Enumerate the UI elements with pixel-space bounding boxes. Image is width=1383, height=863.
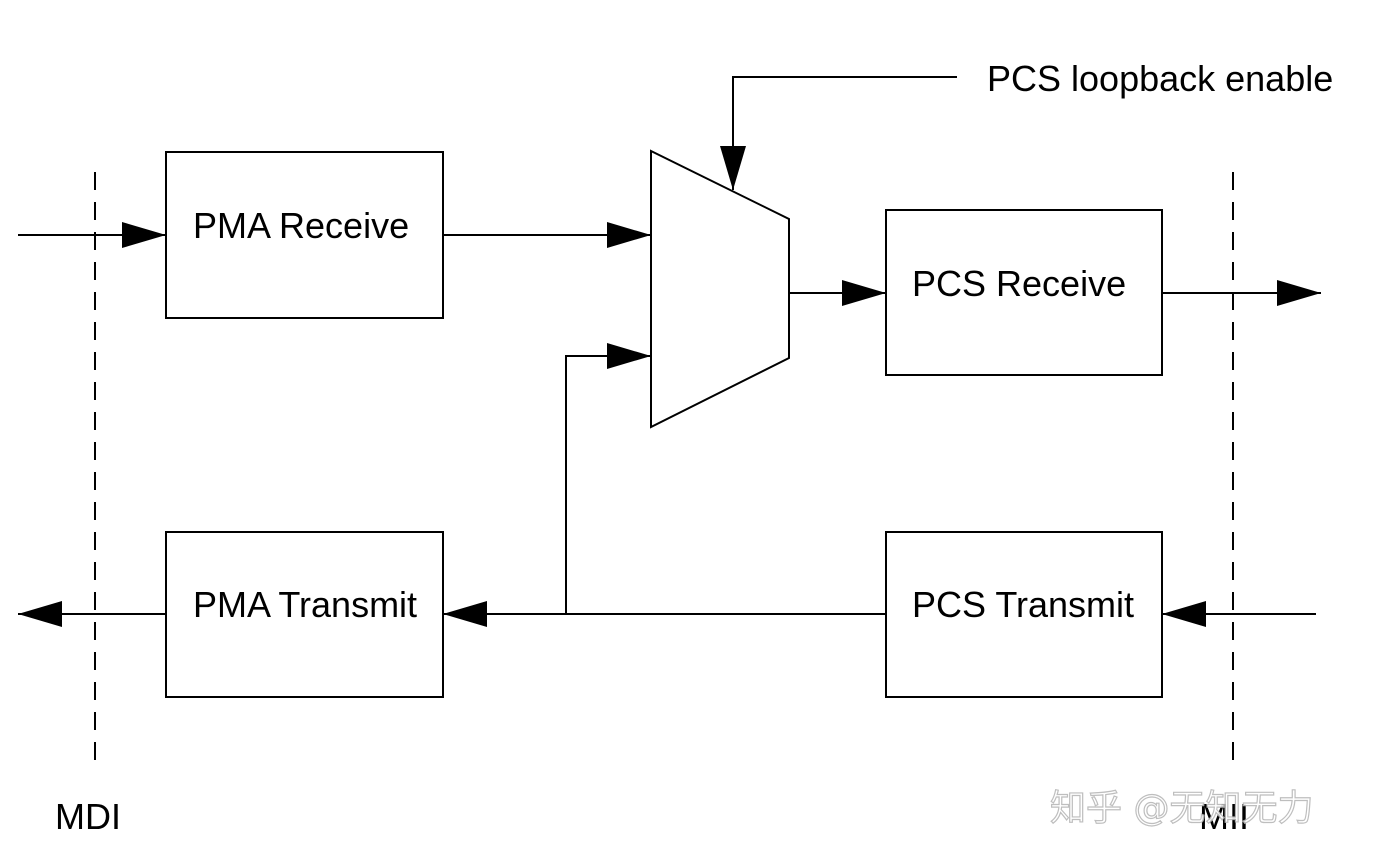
mdi-label: MDI <box>55 796 121 837</box>
pma-receive-label: PMA Receive <box>193 205 409 246</box>
loopback-path-arrow <box>565 343 651 614</box>
pma-transmit-label: PMA Transmit <box>193 584 417 625</box>
pcs-receive-block: PCS Receive <box>885 209 1163 376</box>
loopback-enable-arrow <box>720 76 957 190</box>
mii-label: MII <box>1199 796 1249 837</box>
loopback-mux <box>650 149 790 429</box>
pcs-transmit-block: PCS Transmit <box>885 531 1163 698</box>
pcs-receive-label: PCS Receive <box>912 263 1126 304</box>
pma-transmit-block: PMA Transmit <box>165 531 444 698</box>
pcs-transmit-label: PCS Transmit <box>912 584 1134 625</box>
pma-receive-block: PMA Receive <box>165 151 444 319</box>
loopback-enable-label: PCS loopback enable <box>987 58 1333 99</box>
watermark-text: 知乎 @无知无力 <box>1050 788 1313 829</box>
